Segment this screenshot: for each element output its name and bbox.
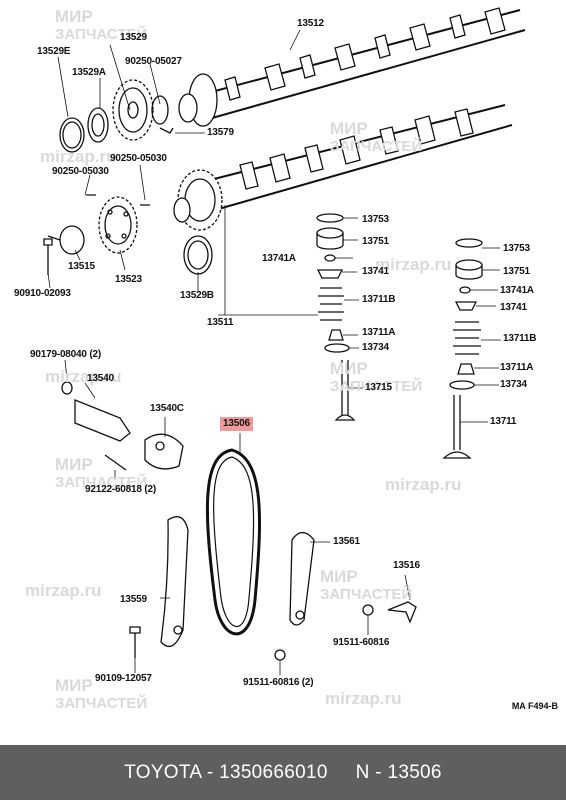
part-label-90910-02093: 90910-02093 (14, 288, 71, 299)
exploded-parts-diagram (43, 7, 526, 675)
part-label-13741a: 13741A (500, 285, 534, 296)
part-label-13753: 13753 (503, 243, 530, 254)
part-label-13529: 13529 (120, 32, 147, 43)
part-label-90250-05030: 90250-05030 (110, 153, 167, 164)
part-label-13734: 13734 (500, 379, 527, 390)
part-label-13529b: 13529B (180, 290, 214, 301)
part-label-13529e: 13529E (37, 46, 71, 57)
part-label-13561: 13561 (333, 536, 360, 547)
timing-chain-13506 (205, 448, 262, 636)
part-label-91511-60816: 91511-60816 (333, 637, 390, 648)
part-label-13741: 13741 (362, 266, 389, 277)
part-label-13711: 13711 (490, 416, 517, 427)
watermark-site: mirzap.ru (25, 581, 102, 600)
part-label-91511-60816-2: 91511-60816 (2) (243, 677, 314, 688)
part-label-13741: 13741 (500, 302, 527, 313)
part-label-13751: 13751 (503, 266, 530, 277)
watermark-site: mirzap.ru (325, 689, 402, 708)
part-label-13711a: 13711A (362, 327, 396, 338)
part-label-13711b: 13711B (362, 294, 396, 305)
diagram-reference: MA F494-B (511, 701, 558, 711)
part-label-90109-12057: 90109-12057 (95, 673, 152, 684)
lower-camshaft (173, 104, 513, 231)
watermark-site: mirzap.ru (375, 255, 452, 274)
part-label-13515: 13515 (68, 261, 95, 272)
part-label-13506-highlighted: 13506 (220, 417, 253, 431)
part-label-13523: 13523 (115, 274, 142, 285)
part-label-92122-60818: 92122-60818 (2) (85, 484, 156, 495)
watermark-site: mirzap.ru (40, 147, 117, 166)
part-label-13751: 13751 (362, 236, 389, 247)
part-label-13512: 13512 (297, 18, 324, 29)
part-label-13529a: 13529A (72, 67, 106, 78)
watermark-site: mirzap.ru (385, 475, 462, 494)
footer-bar: TOYOTA - 1350666010 N - 13506 (0, 745, 566, 800)
part-label-13540: 13540 (87, 373, 114, 384)
part-label-13753: 13753 (362, 214, 389, 225)
part-label-13711b: 13711B (503, 333, 537, 344)
part-label-13559: 13559 (120, 594, 147, 605)
upper-camshaft (178, 7, 526, 127)
part-label-13741a: 13741A (262, 253, 296, 264)
part-label-90250-05030: 90250-05030 (52, 166, 109, 177)
part-label-13711a: 13711A (500, 362, 534, 373)
part-label-13511: 13511 (207, 317, 234, 328)
part-label-13734: 13734 (362, 342, 389, 353)
part-label-13516: 13516 (393, 560, 420, 571)
part-label-90250-05027: 90250-05027 (125, 56, 182, 67)
part-label-13579: 13579 (207, 127, 234, 138)
footer-part-number: TOYOTA - 1350666010 N - 13506 (124, 761, 442, 783)
part-label-13540c: 13540C (150, 403, 184, 414)
part-label-90179-08040: 90179-08040 (2) (30, 349, 101, 360)
part-label-13715: 13715 (365, 382, 392, 393)
watermark-site: mirzap.ru (45, 367, 122, 386)
